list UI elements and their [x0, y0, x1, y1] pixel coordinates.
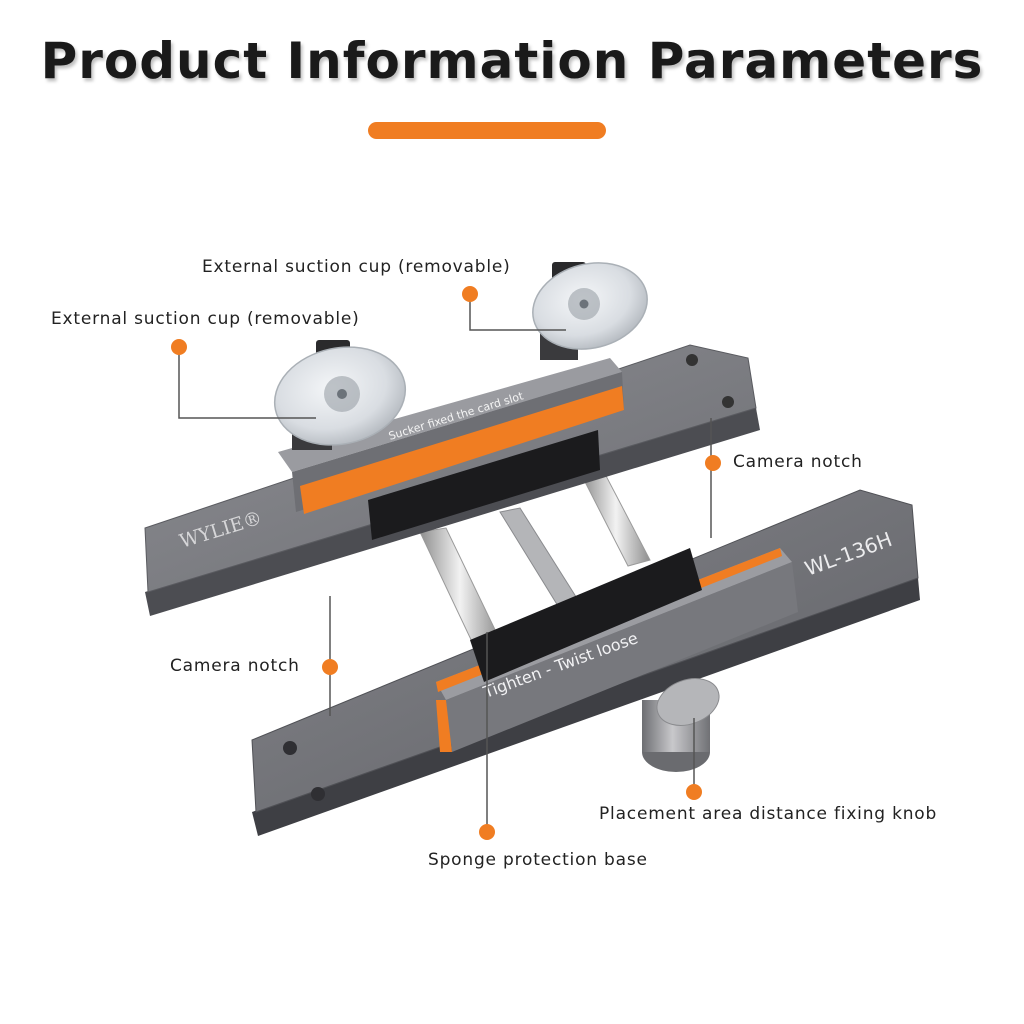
callout-label-sponge-base: Sponge protection base	[428, 850, 648, 870]
suction-cup-left	[273, 340, 407, 450]
title-accent-bar	[368, 122, 606, 139]
top-orange-card-slot	[300, 386, 624, 514]
top-sponge-pad	[368, 430, 600, 540]
callout-dot	[171, 339, 187, 355]
callout-label-fixing-knob: Placement area distance fixing knob	[599, 804, 938, 824]
callout-dot	[479, 824, 495, 840]
screw-rod	[499, 507, 579, 607]
callout-dot	[686, 784, 702, 800]
leader-line	[178, 347, 316, 419]
callout-dot	[705, 455, 721, 471]
screw-hole	[686, 354, 698, 366]
callout-label-camera-notch-right: Camera notch	[733, 452, 863, 472]
fixing-knob	[642, 678, 720, 772]
suction-cup-right	[532, 262, 648, 360]
callout-dot	[462, 286, 478, 302]
spring-right	[581, 471, 651, 567]
callout-label-suction-cup-right: External suction cup (removable)	[202, 257, 511, 277]
page-title: Product Information Parameters	[40, 32, 984, 90]
screw-hole	[311, 787, 325, 801]
callout-label-suction-cup-left: External suction cup (removable)	[51, 309, 360, 329]
callout-label-camera-notch-left: Camera notch	[170, 656, 300, 676]
spring-left	[419, 527, 501, 647]
callout-dot	[322, 659, 338, 675]
screw-hole	[283, 741, 297, 755]
bottom-clamp-bar	[251, 489, 920, 836]
leader-line	[469, 294, 566, 331]
top-clamp-bar	[144, 344, 760, 616]
bottom-sponge-pad	[470, 548, 702, 682]
screw-hole	[722, 396, 734, 408]
